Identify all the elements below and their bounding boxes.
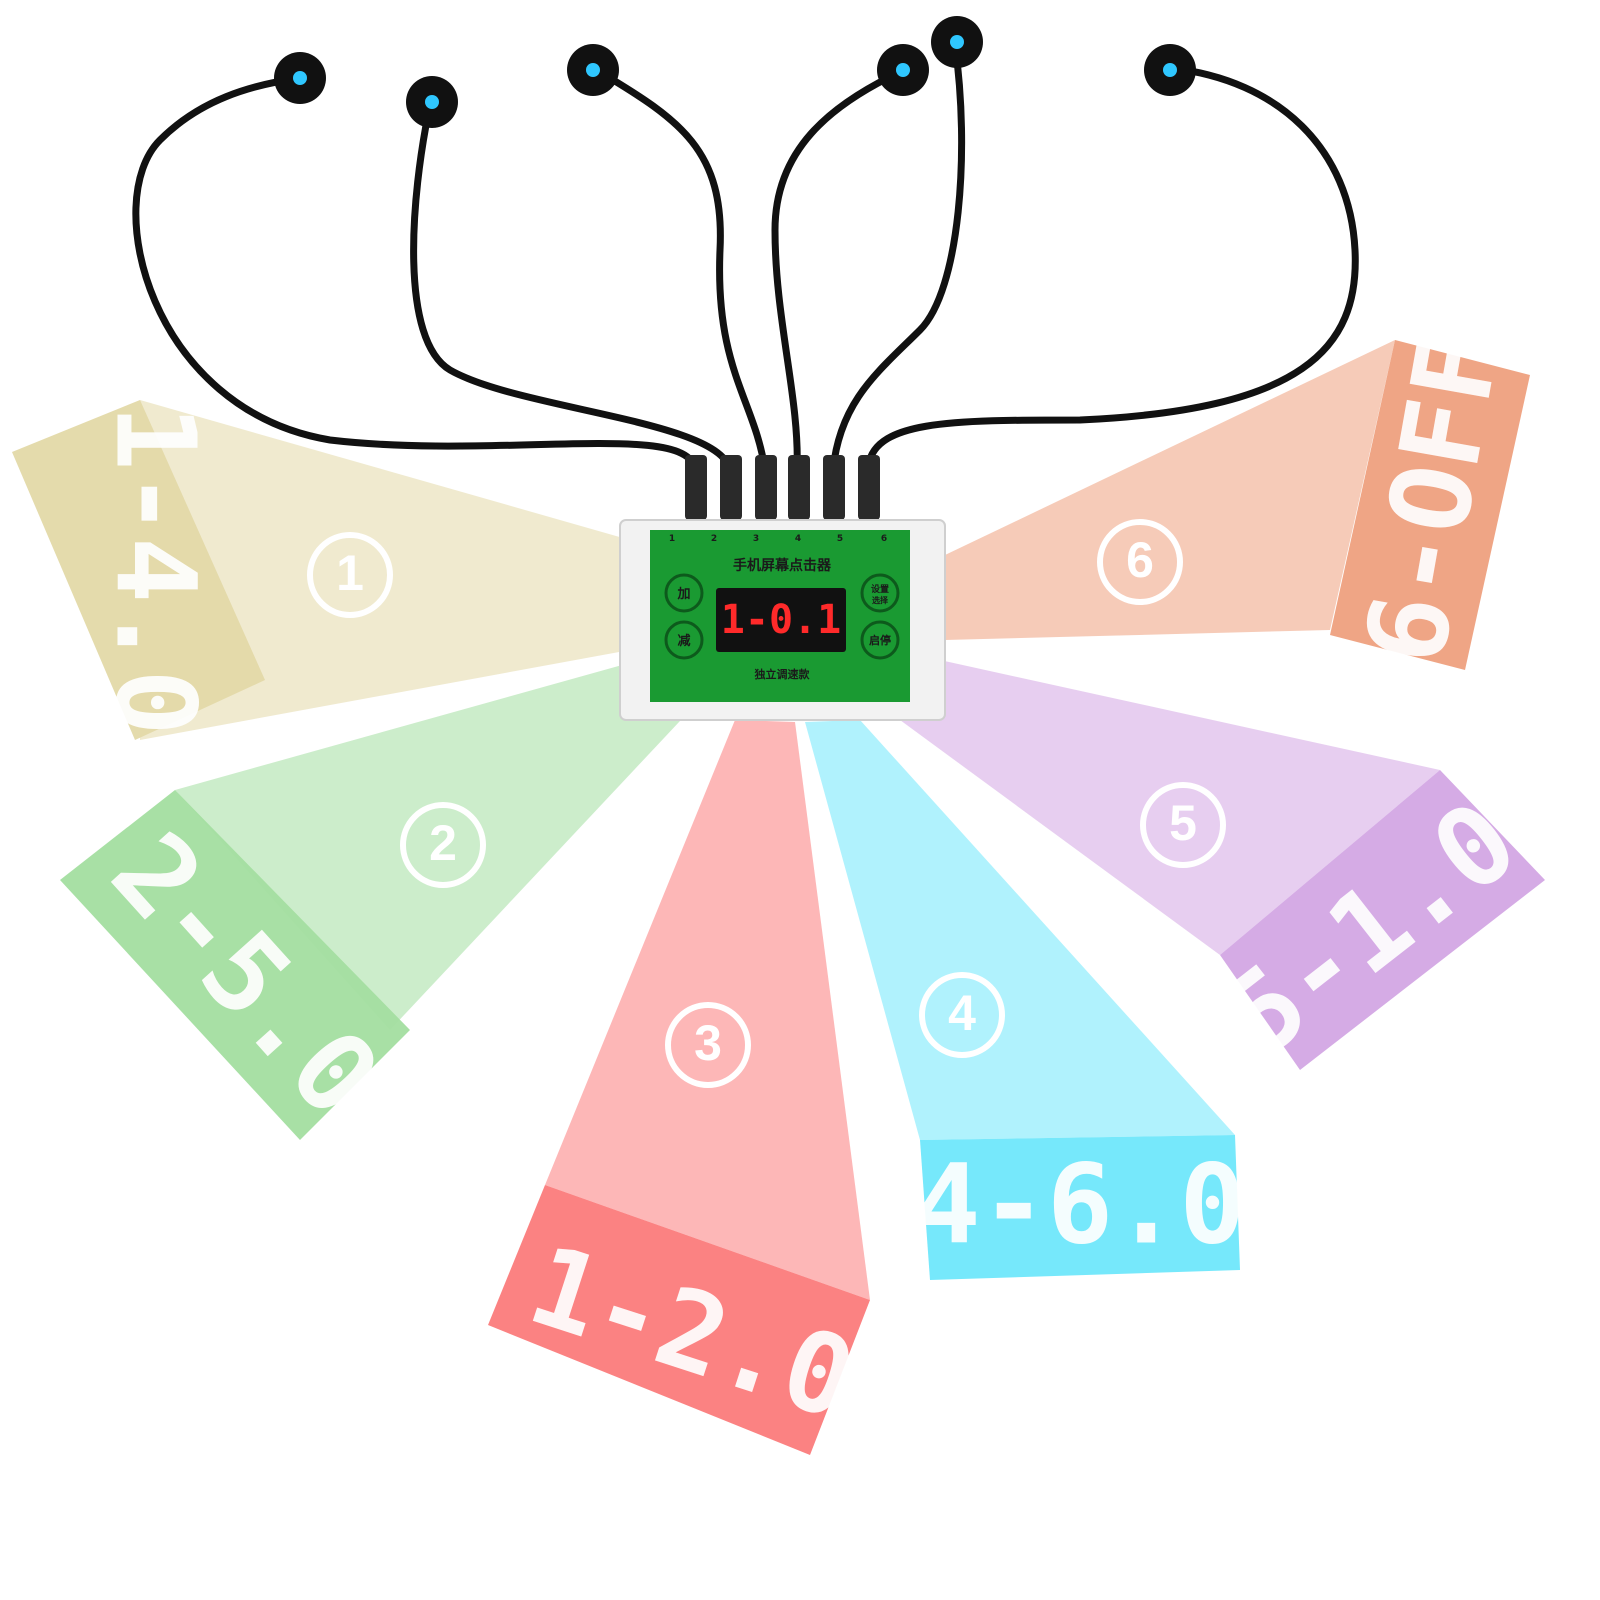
minus-button[interactable]: 减 bbox=[664, 620, 704, 660]
sensor-5 bbox=[931, 16, 983, 68]
beam-1-display: 1-4.0 bbox=[92, 404, 220, 735]
beam-6-badge bbox=[1097, 519, 1183, 605]
sensor-1 bbox=[274, 52, 326, 104]
beam-2-badge bbox=[400, 802, 486, 888]
lcd-screen bbox=[716, 588, 846, 652]
beam-2-number: 2 bbox=[429, 815, 457, 871]
beam-3-badge bbox=[665, 1002, 751, 1088]
svg-text:6: 6 bbox=[881, 534, 887, 544]
beam-5-number: 5 bbox=[1169, 795, 1197, 851]
clicker-device: 1 2 3 4 5 6 手机屏幕点击器 1-0.1 加 减 设置 选择 启停 bbox=[619, 519, 946, 721]
sensors bbox=[274, 16, 1196, 128]
beam-4-display: 4-6.0 bbox=[914, 1140, 1245, 1268]
sensor-2 bbox=[406, 76, 458, 128]
cable-6 bbox=[864, 64, 1359, 474]
cable-1 bbox=[132, 74, 699, 474]
sensor-6 bbox=[1144, 44, 1196, 96]
cable-3 bbox=[596, 68, 769, 474]
beam-6: 6-OFF 6 bbox=[945, 324, 1530, 673]
svg-text:3: 3 bbox=[753, 534, 759, 544]
start-stop-button[interactable]: 启停 bbox=[860, 620, 900, 660]
svg-text:5: 5 bbox=[837, 534, 843, 544]
beam-4: 4-6.0 4 bbox=[805, 720, 1246, 1280]
beam-4-number: 4 bbox=[948, 985, 976, 1041]
svg-text:2: 2 bbox=[711, 534, 717, 544]
beam-1-number: 1 bbox=[336, 545, 364, 601]
svg-text:减: 减 bbox=[677, 633, 690, 649]
cable-5 bbox=[829, 41, 966, 474]
port-numbers: 1 2 3 4 5 6 bbox=[669, 534, 887, 544]
svg-text:4: 4 bbox=[795, 534, 801, 544]
beam-1-badge bbox=[307, 532, 393, 618]
connectors bbox=[685, 455, 880, 520]
plus-button[interactable]: 加 bbox=[664, 573, 704, 613]
cable-4 bbox=[771, 68, 904, 474]
sensor-3 bbox=[567, 44, 619, 96]
set-button[interactable]: 设置 选择 bbox=[860, 573, 900, 613]
lcd-value: 1-0.1 bbox=[721, 597, 841, 643]
cable-2 bbox=[410, 101, 734, 474]
svg-text:1: 1 bbox=[669, 534, 675, 544]
cables bbox=[132, 41, 1359, 474]
beam-6-number: 6 bbox=[1126, 532, 1154, 588]
beam-5-badge bbox=[1140, 782, 1226, 868]
svg-text:选择: 选择 bbox=[872, 595, 889, 605]
device-title: 手机屏幕点击器 bbox=[733, 557, 832, 574]
beam-4-badge bbox=[919, 972, 1005, 1058]
beam-5: 5-1.0 5 bbox=[900, 660, 1545, 1081]
beam-1: 1-4.0 1 bbox=[12, 400, 630, 740]
svg-text:启停: 启停 bbox=[869, 633, 891, 647]
device-subtitle: 独立调速款 bbox=[754, 667, 811, 681]
sensor-4 bbox=[877, 44, 929, 96]
svg-text:设置: 设置 bbox=[871, 583, 889, 595]
svg-text:加: 加 bbox=[676, 587, 690, 602]
beam-3-number: 3 bbox=[694, 1015, 722, 1071]
